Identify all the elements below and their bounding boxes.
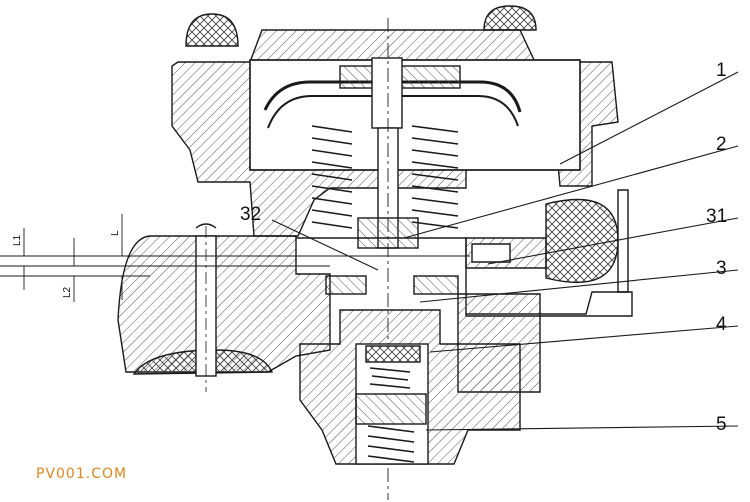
leader-lines — [271, 71, 739, 431]
middle-body — [117, 223, 633, 393]
main-spring — [311, 125, 459, 229]
callout-4: 4 — [716, 314, 727, 335]
callout-3: 3 — [716, 258, 727, 279]
lower-spring — [367, 367, 415, 463]
dimension-label-l1: L1 — [12, 234, 23, 246]
callout-32: 32 — [240, 204, 261, 225]
top-nuts — [185, 5, 537, 47]
dimension-label-l: L — [110, 230, 121, 236]
callout-1: 1 — [716, 60, 727, 81]
watermark-text: PV001.COM — [36, 466, 128, 482]
filter-plug — [465, 189, 629, 293]
callout-2: 2 — [716, 134, 727, 155]
callout-31: 31 — [706, 206, 727, 227]
valve-stem — [357, 18, 419, 500]
dimension-label-l2: L2 — [62, 286, 73, 298]
callout-5: 5 — [716, 414, 727, 435]
dimension-lines — [0, 214, 470, 302]
